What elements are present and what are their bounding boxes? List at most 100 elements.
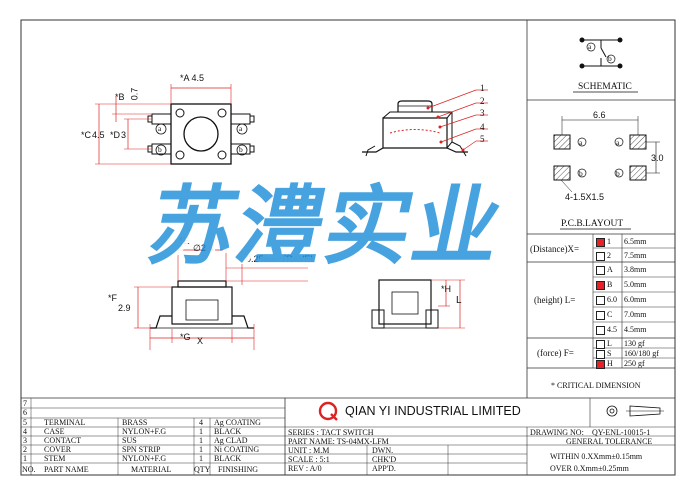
option-checkbox-height-1[interactable] [596,281,605,290]
option-code-distance-0: 1 [607,237,611,246]
pcb-holes: 4-1.5X1.5 [565,192,605,202]
pcb-layout-diagram [553,116,660,230]
bom-cell-no: 4 [23,427,27,436]
option-checkbox-height-0[interactable] [596,266,605,275]
bom-cell-no: 1 [23,454,27,463]
iso-view [362,89,488,157]
tolerance-over: OVER 0.Xmm±0.25mm [550,464,629,473]
pcb-pad-b-left: b [579,169,583,178]
bom-cell-no: 3 [23,436,27,445]
force-label: (force) F= [537,348,574,358]
company-logo [318,401,338,421]
part-name: PART NAME: TS-04MX-LFM [288,437,389,446]
bom-cell-qty: 1 [199,436,203,445]
bom-cell-finishing: Ag CLAD [214,436,248,445]
appd-label: APP'D. [372,464,396,473]
dim-b-value: 0.7 [129,87,140,101]
pcb-width: 6.6 [593,110,606,120]
drawing-no-label: DRAWING NO: [530,428,584,437]
option-code-force-0: L [607,339,612,348]
schematic-title: SCHEMATIC [578,82,632,92]
bom-header-material: MATERIAL [131,465,172,474]
dim-x-label: X [197,336,204,346]
option-value-height-2: 6.0mm [624,295,647,304]
dwn-label: DWN. [372,446,394,455]
projection-symbol-icon [606,405,664,417]
dim-c-label: *C4.5 [81,130,105,140]
pcb-pad-a-left: a [579,138,583,147]
bom-cell-finishing: BLACK [214,454,242,463]
dim-d-label: *D3 [110,130,127,140]
bom-cell-no: 6 [23,408,27,417]
option-checkbox-height-4[interactable] [596,326,605,335]
bom-cell-material: BRASS [122,418,148,427]
callout-4: 4 [480,122,485,132]
option-checkbox-force-2[interactable] [596,360,605,369]
option-code-height-2: 6.0 [607,295,617,304]
bom-cell-part: TERMINAL [44,418,86,427]
option-checkbox-force-0[interactable] [596,340,605,349]
option-code-height-4: 4.5 [607,325,617,334]
bom-header-part: PART NAME [44,465,89,474]
unit: UNIT : M.M [288,446,330,455]
pcb-height: 3.0 [651,153,664,163]
options-table [527,233,675,369]
travel-label: 0.25mm TRAVEL [246,254,316,264]
drawing-no: QY-ENL-10015-1 [592,428,651,437]
option-value-height-4: 4.5mm [624,325,647,334]
option-code-height-1: B [607,280,613,289]
option-value-distance-0: 6.5mm [624,237,647,246]
bom-cell-qty: 4 [199,418,203,427]
scale: SCALE : 5:1 [288,455,330,464]
bom-cell-part: COVER [44,445,72,454]
rev: REV : A/0 [288,464,322,473]
general-tolerance: GENERAL TOLERANCE [566,437,653,446]
option-value-height-1: 5.0mm [624,280,647,289]
bom-cell-part: CONTACT [44,436,82,445]
pcb-title: P.C.B.LAYOUT [561,219,624,229]
bom-cell-finishing: BLACK [214,427,242,436]
schematic-pin-a: a [588,42,592,51]
tolerance-within: WITHIN 0.XXmm±0.15mm [550,452,643,461]
bom-cell-qty: 1 [199,427,203,436]
dim-h-label: *H [441,284,452,294]
option-value-force-2: 250 gf [624,359,645,368]
pcb-pad-b-right: b [616,169,620,178]
side-view [371,279,465,329]
option-checkbox-force-1[interactable] [596,350,605,359]
option-code-distance-1: 2 [607,251,611,260]
dim-l-label: L [456,295,462,306]
company-name: QIAN YI INDUSTRIAL LIMITED [345,404,521,418]
option-value-force-0: 130 gf [624,339,645,348]
height-label: (height) L= [534,295,576,305]
pcb-pad-a-right: a [616,138,620,147]
bom-cell-no: 2 [23,445,27,454]
dim-f-label: *F [108,293,117,303]
bom-cell-qty: 1 [199,454,203,463]
dim-f-value: 2.9 [118,303,131,313]
bom-cell-part: CASE [44,427,65,436]
outer-frame [20,19,676,476]
bom-cell-finishing: Ni COATING [214,445,260,454]
front-view [134,246,308,350]
option-value-distance-1: 7.5mm [624,251,647,260]
bom-header-qty: QTY [194,465,211,474]
top-view [95,84,255,165]
option-checkbox-distance-0[interactable] [596,238,605,247]
bom-header-finishing: FINISHING [218,465,258,474]
option-code-height-0: A [607,265,613,274]
option-code-height-3: C [607,310,613,319]
option-checkbox-height-2[interactable] [596,296,605,305]
bom-table-grid [21,397,675,475]
callout-1: 1 [480,83,485,93]
bom-cell-material: SUS [122,436,137,445]
dim-g-label: *G [180,332,191,342]
bom-cell-material: SPN STRIP [122,445,161,454]
bom-cell-material: NYLON+F.G [122,454,167,463]
option-checkbox-height-3[interactable] [596,311,605,320]
option-checkbox-distance-1[interactable] [596,252,605,261]
option-value-height-0: 3.8mm [624,265,647,274]
bom-row-empty-no: 7 [23,399,27,408]
option-code-force-1: S [607,349,612,358]
